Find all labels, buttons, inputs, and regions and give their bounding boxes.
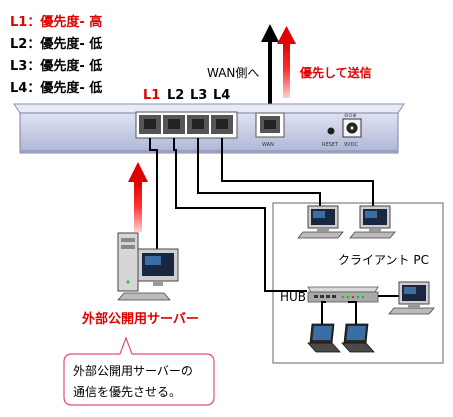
legend-l4: L4：優先度‐ 低 [10, 80, 102, 96]
legend-l3: L3：優先度‐ 低 [10, 58, 102, 74]
client-pc-label: クライアント PC [338, 253, 429, 267]
cables [149, 138, 374, 292]
wan-arrow [261, 24, 279, 112]
server-label: 外部公開用サーバー [81, 311, 199, 327]
client-pc-2 [349, 205, 396, 239]
port-label-l2: L2 [167, 88, 184, 103]
port-label-l1: L1 [143, 88, 160, 103]
server-priority-arrow [128, 162, 148, 232]
priority-send-arrow [277, 26, 296, 98]
cable-hub-laptop1 [321, 301, 326, 325]
hub-label: HUB [280, 290, 306, 304]
wan-label: WAN側へ [207, 66, 259, 80]
dc-label: 9VDC [344, 142, 358, 148]
priority-legend: L1：優先度‐ 高 L2：優先度‐ 低 L3：優先度‐ 低 L4：優先度‐ 低 [10, 14, 102, 96]
reset-label: RESET [322, 142, 339, 148]
cable-l4 [221, 138, 374, 206]
lan-port-block [135, 111, 238, 139]
server-computer [117, 232, 179, 301]
dc-jack: ⊖⊙⊕ 9VDC [342, 113, 362, 148]
callout-bubble: 外部公開用サーバーの 通信を優先させる。 [63, 336, 215, 406]
port-labels: L1 L2 L3 L4 [143, 88, 230, 103]
server-keyboard [117, 292, 171, 301]
port-label-l4: L4 [213, 88, 230, 103]
reset-button: RESET [322, 127, 339, 148]
cable-l1 [149, 138, 158, 252]
callout-line-2: 通信を優先させる。 [73, 385, 181, 399]
svg-text:⊖⊙⊕: ⊖⊙⊕ [344, 113, 357, 119]
client-pc-3 [388, 281, 435, 315]
cable-l3 [197, 138, 321, 206]
port-label-l3: L3 [190, 88, 207, 103]
laptop-1 [307, 323, 341, 353]
priority-send-label: 優先して送信 [299, 65, 372, 80]
hub-device [307, 286, 379, 303]
legend-l2: L2：優先度‐ 低 [10, 36, 102, 52]
router: WAN RESET ⊖⊙⊕ 9VDC [13, 103, 405, 154]
wan-port: WAN [255, 112, 285, 148]
laptop-2 [341, 323, 375, 353]
callout-line-1: 外部公開用サーバーの [73, 363, 193, 378]
cable-l2 [173, 138, 307, 292]
client-pc-1 [297, 205, 344, 239]
hub-cables [321, 295, 400, 325]
wan-port-label: WAN [262, 142, 274, 148]
legend-l1: L1：優先度‐ 高 [10, 14, 102, 30]
cable-hub-laptop2 [348, 301, 357, 325]
